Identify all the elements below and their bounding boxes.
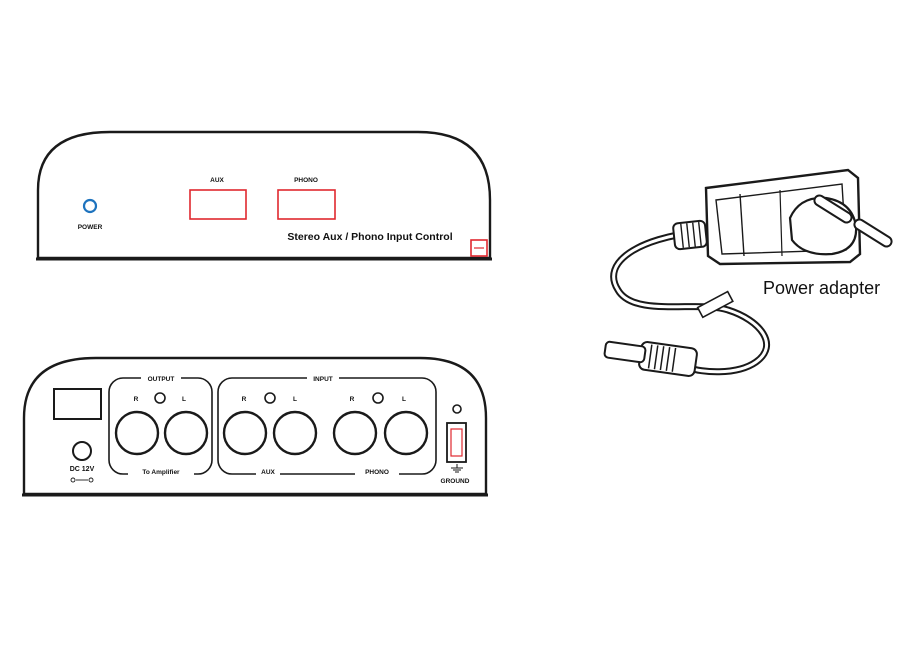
output-r-rca-jack[interactable] [114,410,160,456]
aux-button-label: AUX [210,177,224,184]
front-panel-caption: Stereo Aux / Phono Input Control [287,231,452,243]
cable-tie [696,290,734,319]
ground-label: GROUND [441,478,470,485]
power-led-icon [82,198,98,214]
phono-r-rca-jack[interactable] [332,410,378,456]
phono-button-label: PHONO [294,177,318,184]
to-amplifier-label: To Amplifier [142,469,180,476]
phono-button[interactable] [277,189,336,220]
front-panel: POWER AUX PHONO Stereo Aux / Phono Input… [36,130,492,261]
aux-button[interactable] [189,189,247,220]
output-l-label: L [182,396,186,403]
phono-l-rca-jack[interactable] [383,410,429,456]
output-r-label: R [134,396,139,403]
output-indicator-icon [154,392,166,404]
front-panel-outline [36,130,492,260]
output-l-rca-jack[interactable] [163,410,209,456]
phono-l-label: L [402,396,406,403]
dc-polarity-icon [70,477,94,483]
aux-r-label: R [242,396,247,403]
dc-label: DC 12V [70,466,95,473]
aux-input-label: AUX [261,469,275,476]
ground-screw-icon [452,404,462,414]
aux-l-label: L [293,396,297,403]
rear-power-switch[interactable] [53,388,102,420]
phono-indicator-icon [372,392,384,404]
ground-symbol-icon [451,464,463,473]
aux-r-rca-jack[interactable] [222,410,268,456]
power-label: POWER [78,224,103,231]
output-label: OUTPUT [148,376,175,383]
rear-panel: DC 12V OUTPUT To Amplifier R L INPUT R L… [22,356,488,497]
phono-r-label: R [350,396,355,403]
plug-pin-icon [813,194,853,224]
phono-input-label: PHONO [365,469,389,476]
input-label: INPUT [313,376,333,383]
aux-l-rca-jack[interactable] [272,410,318,456]
plug-pin-icon [853,218,893,248]
aux-indicator-icon [264,392,276,404]
power-adapter-label: Power adapter [763,278,880,298]
power-adapter-illustration [603,168,893,377]
ground-terminal[interactable] [446,422,467,463]
dc-jack-icon [72,441,92,461]
